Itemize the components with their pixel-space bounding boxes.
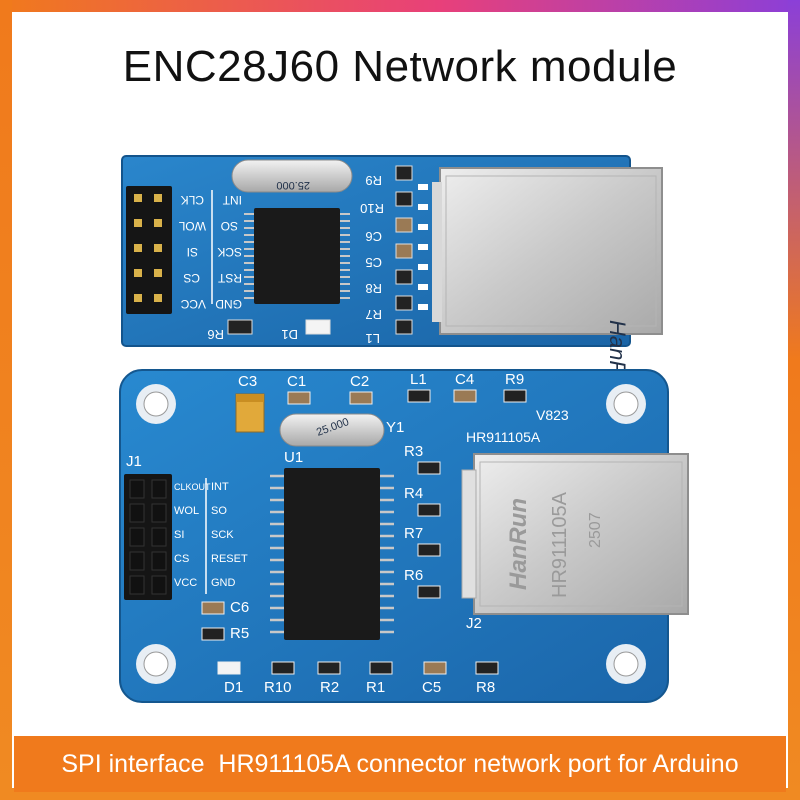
jack-brand-text: HanRun bbox=[505, 498, 532, 590]
bottom-ref-r4: R4 bbox=[404, 485, 423, 502]
top-board: INT CLK SO WOL SCK SI RST CS GND VCC 25.… bbox=[121, 155, 663, 523]
bottom-ref-l1: L1 bbox=[410, 371, 427, 388]
top-board-smd-parts bbox=[227, 165, 413, 335]
top-ref-r8: R8 bbox=[365, 281, 382, 296]
top-board-chip bbox=[244, 208, 350, 304]
bottom-ref-r6: R6 bbox=[404, 567, 423, 584]
bottom-pin-label-so: SO bbox=[211, 505, 227, 517]
top-pin-label-cs: CS bbox=[183, 271, 200, 285]
top-ref-l1: L1 bbox=[366, 331, 380, 346]
bottom-ref-j2: J2 bbox=[466, 615, 482, 632]
bottom-ref-c1: C1 bbox=[287, 373, 306, 390]
bottom-board-smd-parts bbox=[201, 389, 527, 675]
top-pin-label-clk: CLK bbox=[181, 193, 204, 207]
top-pin-label-gnd: GND bbox=[215, 297, 242, 311]
top-ref-r10: R10 bbox=[360, 201, 384, 216]
bottom-ref-c4: C4 bbox=[455, 371, 474, 388]
top-crystal-label: 25.000 bbox=[276, 179, 310, 191]
frame-left-border bbox=[0, 0, 12, 800]
top-board-refs: R9 R10 C6 C5 R8 R7 L1 R6 D1 bbox=[207, 173, 384, 346]
bottom-ref-r8: R8 bbox=[476, 679, 495, 696]
bottom-ref-r1: R1 bbox=[366, 679, 385, 696]
bottom-ref-r10: R10 bbox=[264, 679, 292, 696]
bottom-board: CLKOUT INT WOL SO SI SCK CS RESET VCC GN… bbox=[119, 369, 689, 703]
top-pin-label-si: SI bbox=[187, 245, 198, 259]
bottom-ref-c5: C5 bbox=[422, 679, 441, 696]
bottom-board-pin-header bbox=[124, 474, 172, 600]
board-version-label: V823 bbox=[536, 407, 569, 423]
bottom-ref-r3: R3 bbox=[404, 443, 423, 460]
bottom-ref-r5: R5 bbox=[230, 625, 249, 642]
top-ref-c5: C5 bbox=[365, 255, 382, 270]
bottom-pin-label-clkout: CLKOUT bbox=[174, 482, 211, 492]
caption-bar: SPI interface HR911105A connector networ… bbox=[14, 733, 786, 792]
frame-right-border bbox=[788, 0, 800, 800]
bottom-board-refs: C3 C1 C2 L1 C4 R9 R3 R4 R7 R6 D1 R10 R2 … bbox=[126, 371, 524, 696]
bottom-ref-y1: Y1 bbox=[386, 419, 404, 436]
top-pin-label-sck: SCK bbox=[217, 245, 242, 259]
top-board-pin-labels: INT CLK SO WOL SCK SI RST CS GND VCC bbox=[178, 193, 242, 311]
mounting-holes bbox=[136, 384, 646, 684]
bottom-pin-label-gnd: GND bbox=[211, 577, 236, 589]
product-photo: INT CLK SO WOL SCK SI RST CS GND VCC 25.… bbox=[119, 155, 689, 703]
top-board-pin-header bbox=[126, 186, 172, 314]
bottom-ref-r2: R2 bbox=[320, 679, 339, 696]
bottom-board-chip bbox=[270, 468, 394, 640]
bottom-ref-d1: D1 bbox=[224, 679, 243, 696]
bottom-pin-label-sck: SCK bbox=[211, 529, 234, 541]
top-pin-label-vcc: VCC bbox=[180, 297, 206, 311]
top-board-crystal: 25.000 bbox=[231, 159, 353, 193]
top-ref-r7: R7 bbox=[365, 307, 382, 322]
top-pin-label-wol: WOL bbox=[178, 219, 206, 233]
bottom-ref-c3: C3 bbox=[238, 373, 257, 390]
top-pin-label-so: SO bbox=[221, 219, 238, 233]
jack-date-code: 2507 bbox=[587, 512, 604, 548]
top-ref-d1: D1 bbox=[281, 327, 298, 342]
bottom-board-rj45-jack: HanRun HR911105A 2507 bbox=[461, 453, 689, 615]
bottom-board-crystal: 25.000 bbox=[279, 413, 385, 447]
top-ref-r6: R6 bbox=[207, 327, 224, 342]
bottom-board-pin-labels: CLKOUT INT WOL SO SI SCK CS RESET VCC GN… bbox=[174, 481, 248, 589]
bottom-ref-r9: R9 bbox=[505, 371, 524, 388]
bottom-ref-r7: R7 bbox=[404, 525, 423, 542]
top-board-rj45-jack: HanRun HR911105A bbox=[418, 167, 663, 523]
top-pin-label-rst: RST bbox=[217, 271, 242, 285]
top-ref-r9: R9 bbox=[365, 173, 382, 188]
product-title: ENC28J60 Network module bbox=[122, 42, 678, 91]
bottom-pin-label-vcc: VCC bbox=[174, 577, 197, 589]
top-pin-label-int: INT bbox=[222, 193, 242, 207]
bottom-pin-label-wol: WOL bbox=[174, 505, 199, 517]
bottom-pin-label-reset: RESET bbox=[211, 553, 248, 565]
bottom-pin-label-si: SI bbox=[174, 529, 184, 541]
connector-label: HR911105A bbox=[466, 429, 541, 445]
bottom-ref-c6: C6 bbox=[230, 599, 249, 616]
jack-model-text: HR911105A bbox=[549, 491, 571, 598]
bottom-pin-label-cs: CS bbox=[174, 553, 189, 565]
bottom-ref-c2: C2 bbox=[350, 373, 369, 390]
caption-text: SPI interface HR911105A connector networ… bbox=[61, 749, 739, 778]
bottom-ref-u1: U1 bbox=[284, 449, 303, 466]
frame-top-border bbox=[0, 0, 800, 12]
top-ref-c6: C6 bbox=[365, 229, 382, 244]
bottom-pin-label-int: INT bbox=[211, 481, 229, 493]
bottom-ref-j1: J1 bbox=[126, 453, 142, 470]
